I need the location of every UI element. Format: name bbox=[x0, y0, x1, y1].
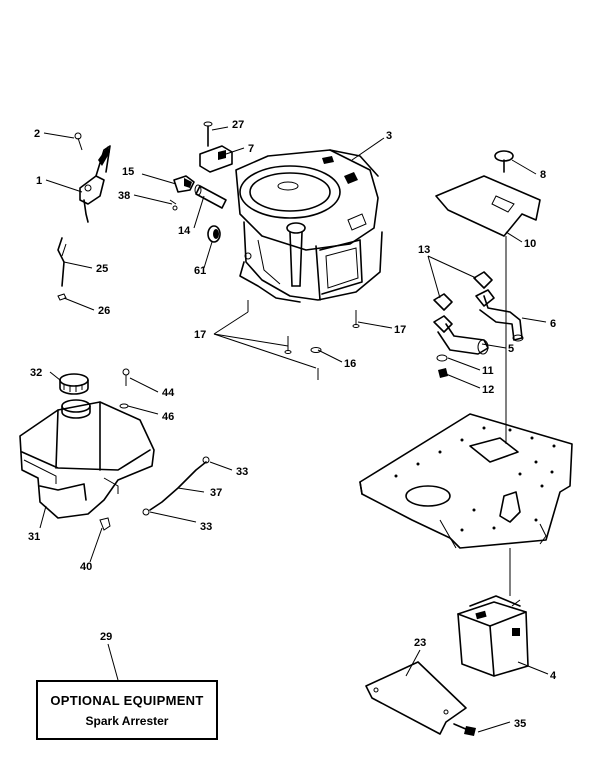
callout-1: 1 bbox=[36, 175, 42, 187]
engine-bolts bbox=[247, 300, 360, 380]
callout-61: 61 bbox=[194, 265, 206, 277]
mounting-plate bbox=[359, 413, 573, 549]
fuel-tank bbox=[19, 399, 155, 519]
callout-10: 10 bbox=[524, 238, 536, 250]
callout-27: 27 bbox=[232, 119, 244, 131]
optional-equipment-box: OPTIONAL EQUIPMENT Spark Arrester bbox=[36, 680, 218, 740]
callout-16: 16 bbox=[344, 358, 356, 370]
callout-4: 4 bbox=[550, 670, 557, 682]
callout-31: 31 bbox=[28, 531, 40, 543]
lock-nut bbox=[438, 368, 448, 378]
callout-15: 15 bbox=[122, 166, 134, 178]
callout-labels: 1 2 3 4 5 6 7 8 10 11 12 13 14 15 16 17 … bbox=[28, 119, 557, 730]
engine-plug bbox=[207, 225, 221, 243]
tank-screw bbox=[122, 368, 130, 386]
wire-clip bbox=[57, 293, 67, 301]
callout-7: 7 bbox=[248, 143, 254, 155]
fuel-cap bbox=[59, 373, 89, 395]
muffler bbox=[457, 595, 529, 677]
leader-lines bbox=[39, 126, 549, 733]
optional-equipment-item: Spark Arrester bbox=[85, 713, 169, 728]
mount-bolt bbox=[203, 121, 213, 147]
callout-37: 37 bbox=[210, 487, 222, 499]
throttle-control bbox=[74, 132, 111, 223]
fuel-line bbox=[149, 461, 207, 511]
breather-tube bbox=[194, 184, 227, 209]
callout-3: 3 bbox=[386, 130, 392, 142]
callout-33-lower: 33 bbox=[200, 521, 212, 533]
shield-bolt bbox=[494, 150, 514, 173]
fuel-fitting bbox=[169, 175, 195, 211]
callout-6: 6 bbox=[550, 318, 556, 330]
callout-29: 29 bbox=[100, 631, 112, 643]
callout-13: 13 bbox=[418, 244, 430, 256]
callout-35: 35 bbox=[514, 718, 526, 730]
heat-shield bbox=[435, 175, 541, 237]
callout-12: 12 bbox=[482, 384, 494, 396]
hose-clamp-upper bbox=[202, 456, 210, 464]
callout-17-left: 17 bbox=[194, 329, 206, 341]
optional-equipment-title: OPTIONAL EQUIPMENT bbox=[50, 692, 204, 708]
callout-11: 11 bbox=[482, 365, 494, 377]
callout-32: 32 bbox=[30, 367, 42, 379]
callout-46: 46 bbox=[162, 411, 174, 423]
engine-bracket bbox=[199, 145, 233, 173]
callout-44: 44 bbox=[162, 387, 175, 399]
spark-arrester-plate bbox=[365, 661, 467, 735]
callout-26: 26 bbox=[98, 305, 110, 317]
callout-33-upper: 33 bbox=[236, 466, 248, 478]
engine bbox=[235, 149, 383, 303]
hose-clamp-lower bbox=[142, 508, 150, 516]
callout-17-right: 17 bbox=[394, 324, 406, 336]
tank-washer bbox=[119, 403, 129, 409]
arrester-screw bbox=[453, 723, 476, 736]
callout-8: 8 bbox=[540, 169, 546, 181]
exhaust-pipe-rear bbox=[479, 295, 524, 342]
callout-38: 38 bbox=[118, 190, 130, 202]
callout-14: 14 bbox=[178, 225, 191, 237]
exhaust-pipe bbox=[437, 323, 489, 355]
exhaust-clamps bbox=[433, 271, 495, 333]
linkage-wire bbox=[57, 237, 67, 287]
callout-5: 5 bbox=[508, 343, 514, 355]
callout-2: 2 bbox=[34, 128, 40, 140]
callout-23: 23 bbox=[414, 637, 426, 649]
washer bbox=[436, 354, 448, 362]
callout-40: 40 bbox=[80, 561, 92, 573]
tank-clip bbox=[99, 517, 111, 531]
callout-25: 25 bbox=[96, 263, 108, 275]
